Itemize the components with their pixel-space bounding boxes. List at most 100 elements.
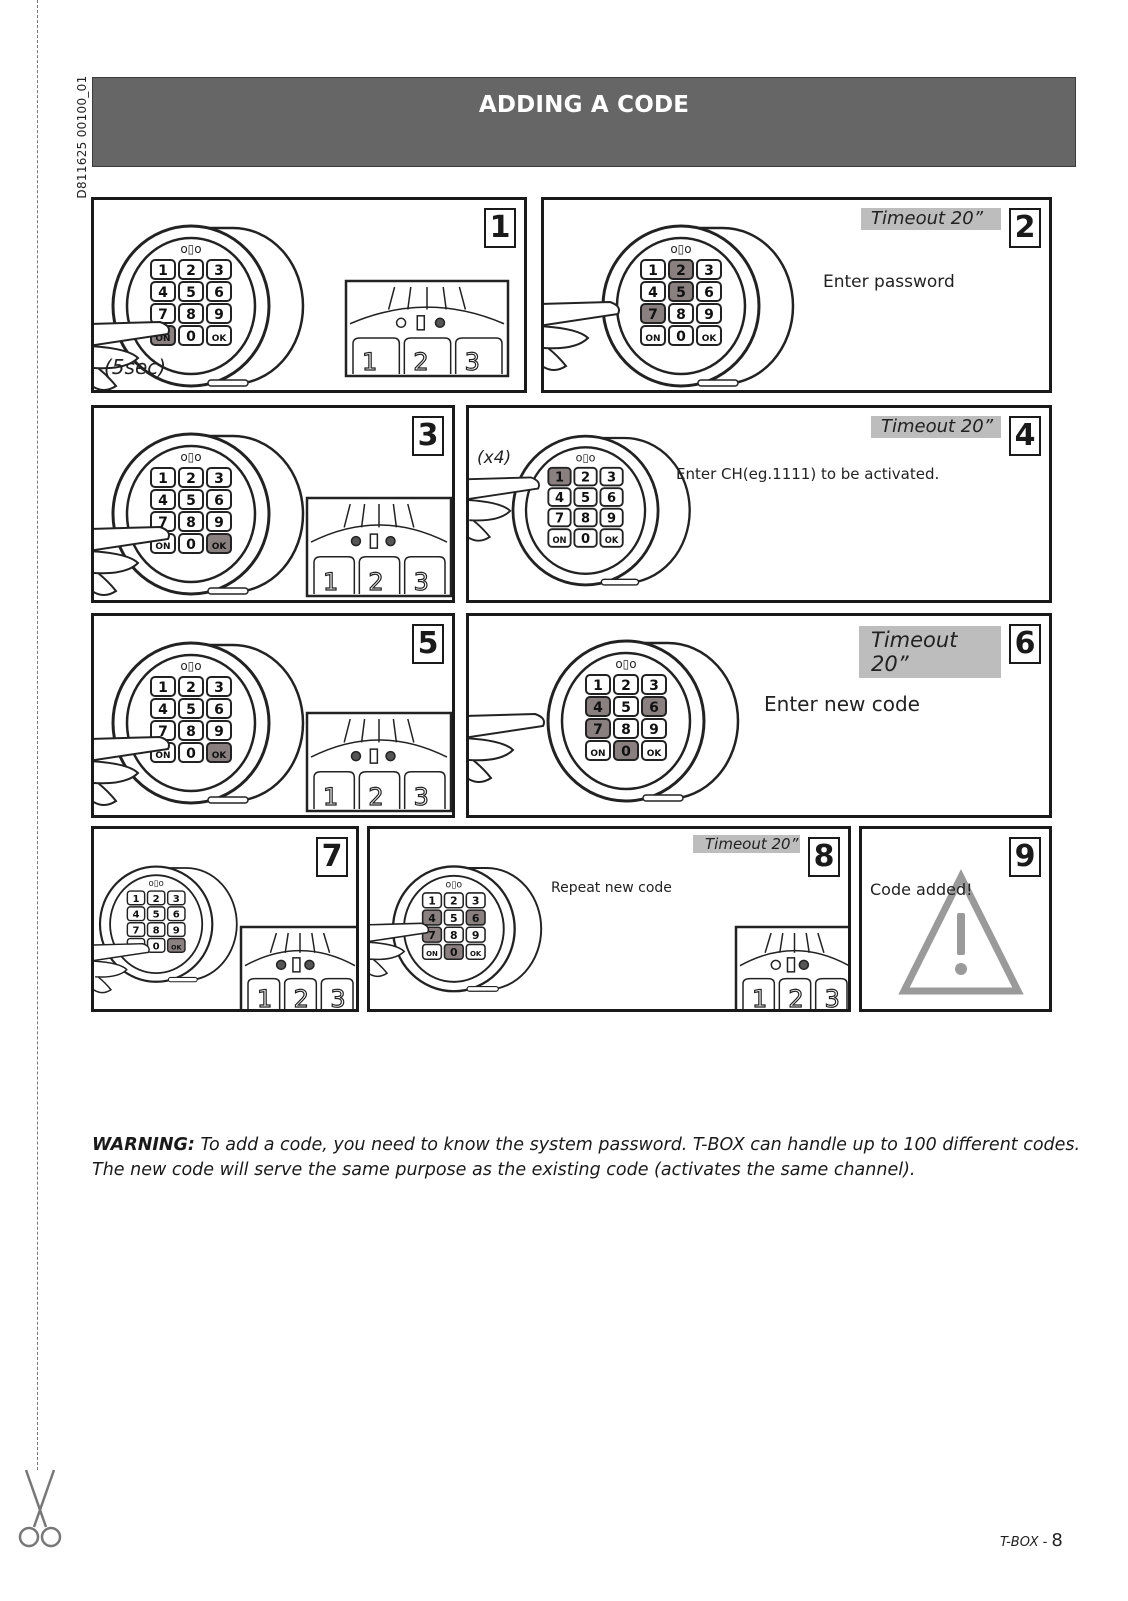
keypad-key-label: 0: [581, 532, 590, 547]
display-button-label: 2: [368, 568, 383, 596]
document-id-text: D811625 00100_01: [75, 75, 89, 199]
step-number: 1: [484, 208, 516, 248]
keypad-key-label: 3: [214, 680, 224, 696]
keypad-key-label: 8: [581, 512, 590, 527]
keypad-key-label: 2: [450, 895, 458, 908]
keypad-key: [585, 674, 611, 695]
keypad-key-label: 1: [428, 895, 436, 908]
keypad-key: [696, 259, 722, 280]
keypad-key: [206, 533, 232, 554]
keypad-key-label: 2: [186, 263, 196, 279]
keypad-key-label: 4: [648, 285, 658, 301]
keypad-key: [150, 698, 176, 719]
display-button-label: 1: [323, 783, 338, 811]
scissors-icon: [18, 1469, 62, 1548]
keypad-key-label: 9: [214, 724, 224, 740]
keypad-key-label: 3: [214, 471, 224, 487]
hand-icon: [94, 735, 170, 806]
cut-line: [37, 0, 38, 1470]
display-button-label: 1: [257, 985, 272, 1012]
keypad-key-label: OK: [212, 751, 228, 761]
keypad-key-label: ON: [645, 334, 660, 344]
keypad-key: [465, 943, 486, 961]
keypad-key-label: 9: [649, 722, 659, 738]
keypad-key: [178, 511, 204, 532]
keypad-key-label: 4: [158, 285, 168, 301]
keypad-key-label: 2: [581, 471, 590, 486]
keypad-key-label: 3: [173, 894, 180, 905]
keypad-key-label: 8: [153, 926, 160, 937]
keypad-key-label: 4: [132, 910, 139, 921]
keypad-key: [166, 937, 186, 953]
keypad-key: [696, 281, 722, 302]
keypad-key-label: 2: [621, 678, 631, 694]
keypad-key-label: 5: [621, 700, 631, 716]
keypad-key-label: 5: [676, 285, 686, 301]
keypad-key: [613, 674, 639, 695]
keypad-key-label: 4: [158, 702, 168, 718]
keypad-key: [206, 676, 232, 697]
keypad-key-label: 0: [186, 746, 196, 762]
display-button-label: 2: [788, 985, 803, 1012]
keypad-key-label: OK: [605, 535, 619, 545]
hand-icon: [370, 922, 430, 978]
keypad-key: [206, 489, 232, 510]
keypad-key-label: OK: [171, 943, 182, 951]
keypad-key-label: 7: [593, 722, 603, 738]
keypad-key-label: 0: [153, 941, 160, 952]
keypad-key: [668, 259, 694, 280]
keypad-key-label: 6: [472, 912, 480, 925]
display-button-label: 3: [330, 985, 345, 1012]
keypad-key-label: OK: [212, 334, 228, 344]
step-number: 3: [412, 416, 444, 456]
keypad-key: [573, 507, 598, 528]
keypad-key-label: 0: [621, 744, 631, 760]
step-instruction: Enter new code: [764, 692, 920, 716]
keypad-key-label: ON: [155, 334, 170, 344]
keypad-key-label: 2: [186, 680, 196, 696]
keypad-key: [573, 528, 598, 548]
step-number: 9: [1009, 837, 1041, 877]
step-number: 7: [316, 837, 348, 877]
footer-brand: T-BOX -: [1000, 1535, 1048, 1550]
keypad-key-label: 5: [186, 493, 196, 509]
display-button-label: 3: [825, 985, 840, 1012]
page-header: ADDING A CODE: [92, 77, 1076, 167]
keypad-key-label: 6: [607, 491, 616, 506]
keypad-key-label: 2: [153, 894, 160, 905]
led-indicator: o▯o: [615, 657, 636, 671]
keypad-key: [585, 718, 611, 739]
keypad-key-label: 6: [704, 285, 714, 301]
keypad-key: [178, 281, 204, 302]
display-button-label: 2: [294, 985, 309, 1012]
keypad-key-label: 1: [158, 471, 168, 487]
keypad-key-label: 8: [186, 515, 196, 531]
hand-icon: [469, 712, 545, 783]
keypad-key-label: 1: [593, 678, 603, 694]
keypad-key-label: 6: [214, 285, 224, 301]
keypad-key-label: 5: [581, 491, 590, 506]
keypad-key: [443, 926, 464, 943]
timeout-badge: Timeout 20”: [861, 208, 1001, 230]
keypad-key: [640, 259, 666, 280]
hand-icon: [469, 476, 540, 542]
keypad-key-label: 7: [158, 724, 168, 740]
keypad-key: [599, 528, 624, 548]
keypad-key-label: OK: [470, 949, 482, 958]
keypad-key-label: 3: [704, 263, 714, 279]
led-indicator: o▯o: [446, 880, 463, 891]
keypad-key-label: 4: [428, 912, 436, 925]
keypad-key-label: ON: [590, 749, 605, 759]
